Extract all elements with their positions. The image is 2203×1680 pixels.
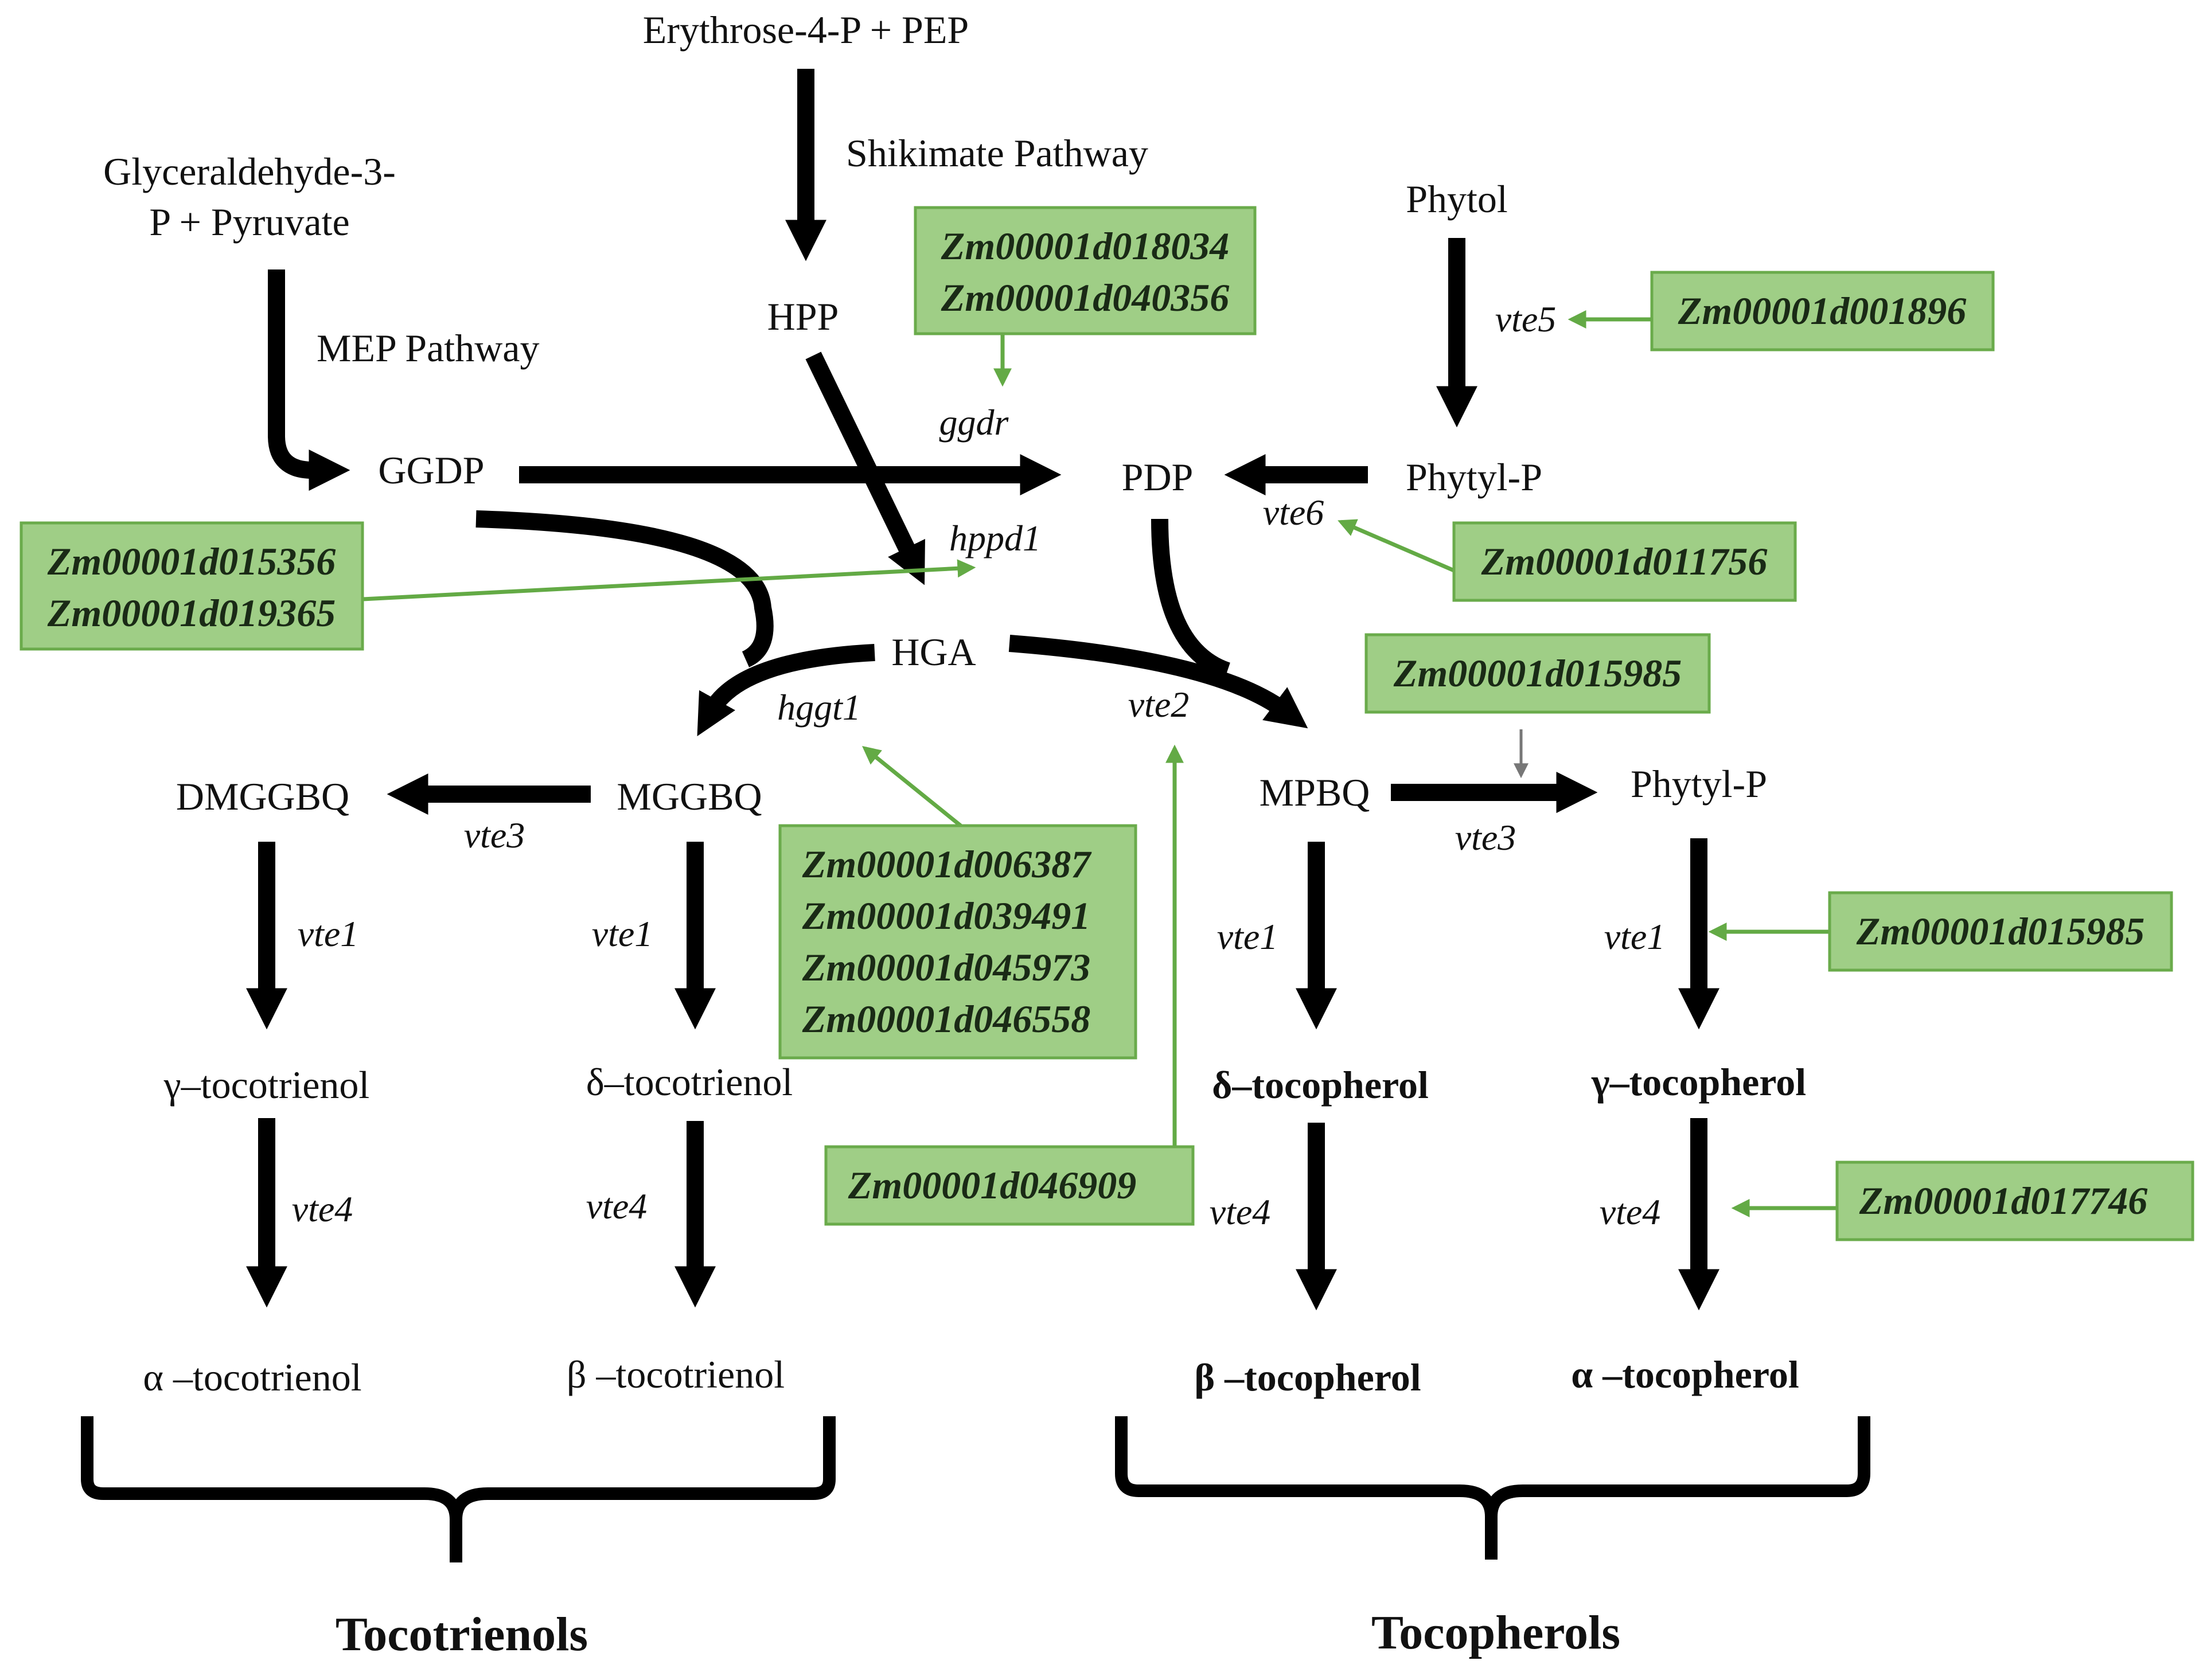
gene-boxes: Zm00001d018034 Zm00001d040356 Zm00001d00… (20, 206, 2194, 1241)
brace-tocopherols (1115, 1416, 1870, 1560)
arrow-ggdp-to-mggbq (475, 510, 774, 667)
enzyme-vte2: vte2 (1128, 684, 1190, 725)
gene-id: Zm00001d001896 (1678, 289, 1966, 333)
label-e4p-pep: Erythrose-4-P + PEP (643, 8, 969, 52)
brace-tocotrienols (81, 1416, 836, 1562)
gene-arrow-hggt1 (862, 745, 962, 827)
enzyme-vte6: vte6 (1263, 492, 1324, 533)
label-mpbq: MPBQ (1260, 771, 1370, 814)
label-hga: HGA (891, 630, 976, 674)
group-label-tocopherols: Tocopherols (1371, 1606, 1620, 1659)
gene-id: Zm00001d015985 (1856, 909, 2144, 953)
gene-box-vte6: Zm00001d011756 (1452, 521, 1797, 602)
enzyme-vte1-d: vte1 (1604, 916, 1666, 957)
enzyme-hppd1: hppd1 (949, 518, 1041, 558)
gene-arrow-hppd1 (362, 559, 976, 601)
label-phytyl-p-mid: Phytyl-P (1631, 762, 1767, 806)
label-ggdp: GGDP (378, 448, 484, 492)
enzyme-ggdr: ggdr (939, 402, 1009, 443)
label-mep-pathway: MEP Pathway (317, 326, 539, 370)
enzyme-hggt1: hggt1 (777, 687, 861, 728)
gene-box-hppd1: Zm00001d015356 Zm00001d019365 (20, 521, 364, 651)
label-g3p-line1: Glyceraldehyde-3- (103, 150, 396, 193)
enzyme-vte5: vte5 (1495, 299, 1557, 339)
label-dmggbq: DMGGBQ (176, 775, 349, 818)
gene-box-vte2: Zm00001d046909 (824, 1145, 1195, 1226)
gene-id: Zm00001d046558 (802, 997, 1090, 1041)
label-b-tocotrienol: β –tocotrienol (567, 1353, 785, 1396)
enzyme-vte3-right: vte3 (1455, 817, 1516, 858)
gene-id: Zm00001d017746 (1859, 1179, 2147, 1222)
label-a-tocopherol: α –tocopherol (1571, 1353, 1799, 1396)
arrow-g3p-to-ggdp (268, 269, 350, 491)
label-shikimate-pathway: Shikimate Pathway (846, 131, 1148, 175)
label-hpp: HPP (767, 295, 839, 338)
gene-id: Zm00001d015356 (47, 540, 336, 583)
gene-id: Zm00001d040356 (941, 276, 1229, 319)
gene-box-vte4: Zm00001d017746 (1835, 1161, 2194, 1241)
enzyme-vte3-left: vte3 (464, 815, 525, 855)
gene-box-ggdr: Zm00001d018034 Zm00001d040356 (914, 206, 1257, 335)
gene-arrow-vte6 (1338, 519, 1455, 573)
metabolite-labels: Erythrose-4-P + PEP Shikimate Pathway Gl… (103, 8, 1806, 1399)
label-phytol: Phytol (1406, 177, 1508, 221)
label-g-tocotrienol: γ–tocotrienol (163, 1063, 370, 1107)
gene-id: Zm00001d046909 (848, 1163, 1136, 1207)
gene-id: Zm00001d045973 (802, 946, 1090, 989)
arrow-hga-to-mggbq (697, 644, 875, 737)
enzyme-vte1-b: vte1 (592, 913, 653, 954)
gene-id: Zm00001d011756 (1481, 540, 1768, 583)
gene-id: Zm00001d015985 (1393, 651, 1682, 695)
enzyme-vte4-c: vte4 (1210, 1191, 1271, 1232)
label-pdp: PDP (1122, 455, 1194, 499)
arrow-hga-to-mpbq (1008, 635, 1308, 729)
gene-box-vte1: Zm00001d015985 (1828, 891, 2173, 972)
arrow-pdp-to-mpbq (1151, 518, 1231, 679)
enzyme-vte4-a: vte4 (292, 1189, 353, 1229)
gene-id: Zm00001d019365 (47, 591, 336, 635)
enzyme-vte4-d: vte4 (1600, 1191, 1661, 1232)
label-mggbq: MGGBQ (617, 775, 762, 818)
label-d-tocopherol: δ–tocopherol (1212, 1063, 1429, 1107)
enzyme-vte1-a: vte1 (298, 913, 359, 954)
label-phytyl-p-top: Phytyl-P (1406, 455, 1542, 499)
gene-arrows (362, 310, 1837, 1217)
group-label-tocotrienols: Tocotrienols (336, 1608, 588, 1661)
label-a-tocotrienol: α –tocotrienol (143, 1355, 361, 1399)
label-g3p-line2: P + Pyruvate (149, 200, 349, 244)
enzyme-vte1-c: vte1 (1217, 916, 1278, 957)
enzyme-vte4-b: vte4 (586, 1186, 648, 1226)
gene-box-vte3: Zm00001d015985 (1364, 633, 1711, 714)
gene-box-vte5: Zm00001d001896 (1650, 271, 1995, 351)
label-g-tocopherol: γ–tocopherol (1591, 1060, 1806, 1104)
label-d-tocotrienol: δ–tocotrienol (586, 1060, 793, 1104)
gene-box-hggt1: Zm00001d006387 Zm00001d039491 Zm00001d04… (778, 824, 1137, 1060)
label-b-tocopherol: β –tocopherol (1194, 1355, 1421, 1399)
enzyme-labels: ggdr vte5 vte6 hppd1 hggt1 vte2 vte3 vte… (292, 299, 1666, 1232)
pathway-arrows (246, 69, 1719, 1311)
gene-id: Zm00001d006387 (802, 842, 1092, 886)
gene-id: Zm00001d018034 (941, 224, 1229, 268)
gene-id: Zm00001d039491 (802, 894, 1090, 937)
arrow-hpp-to-hga (805, 351, 925, 585)
